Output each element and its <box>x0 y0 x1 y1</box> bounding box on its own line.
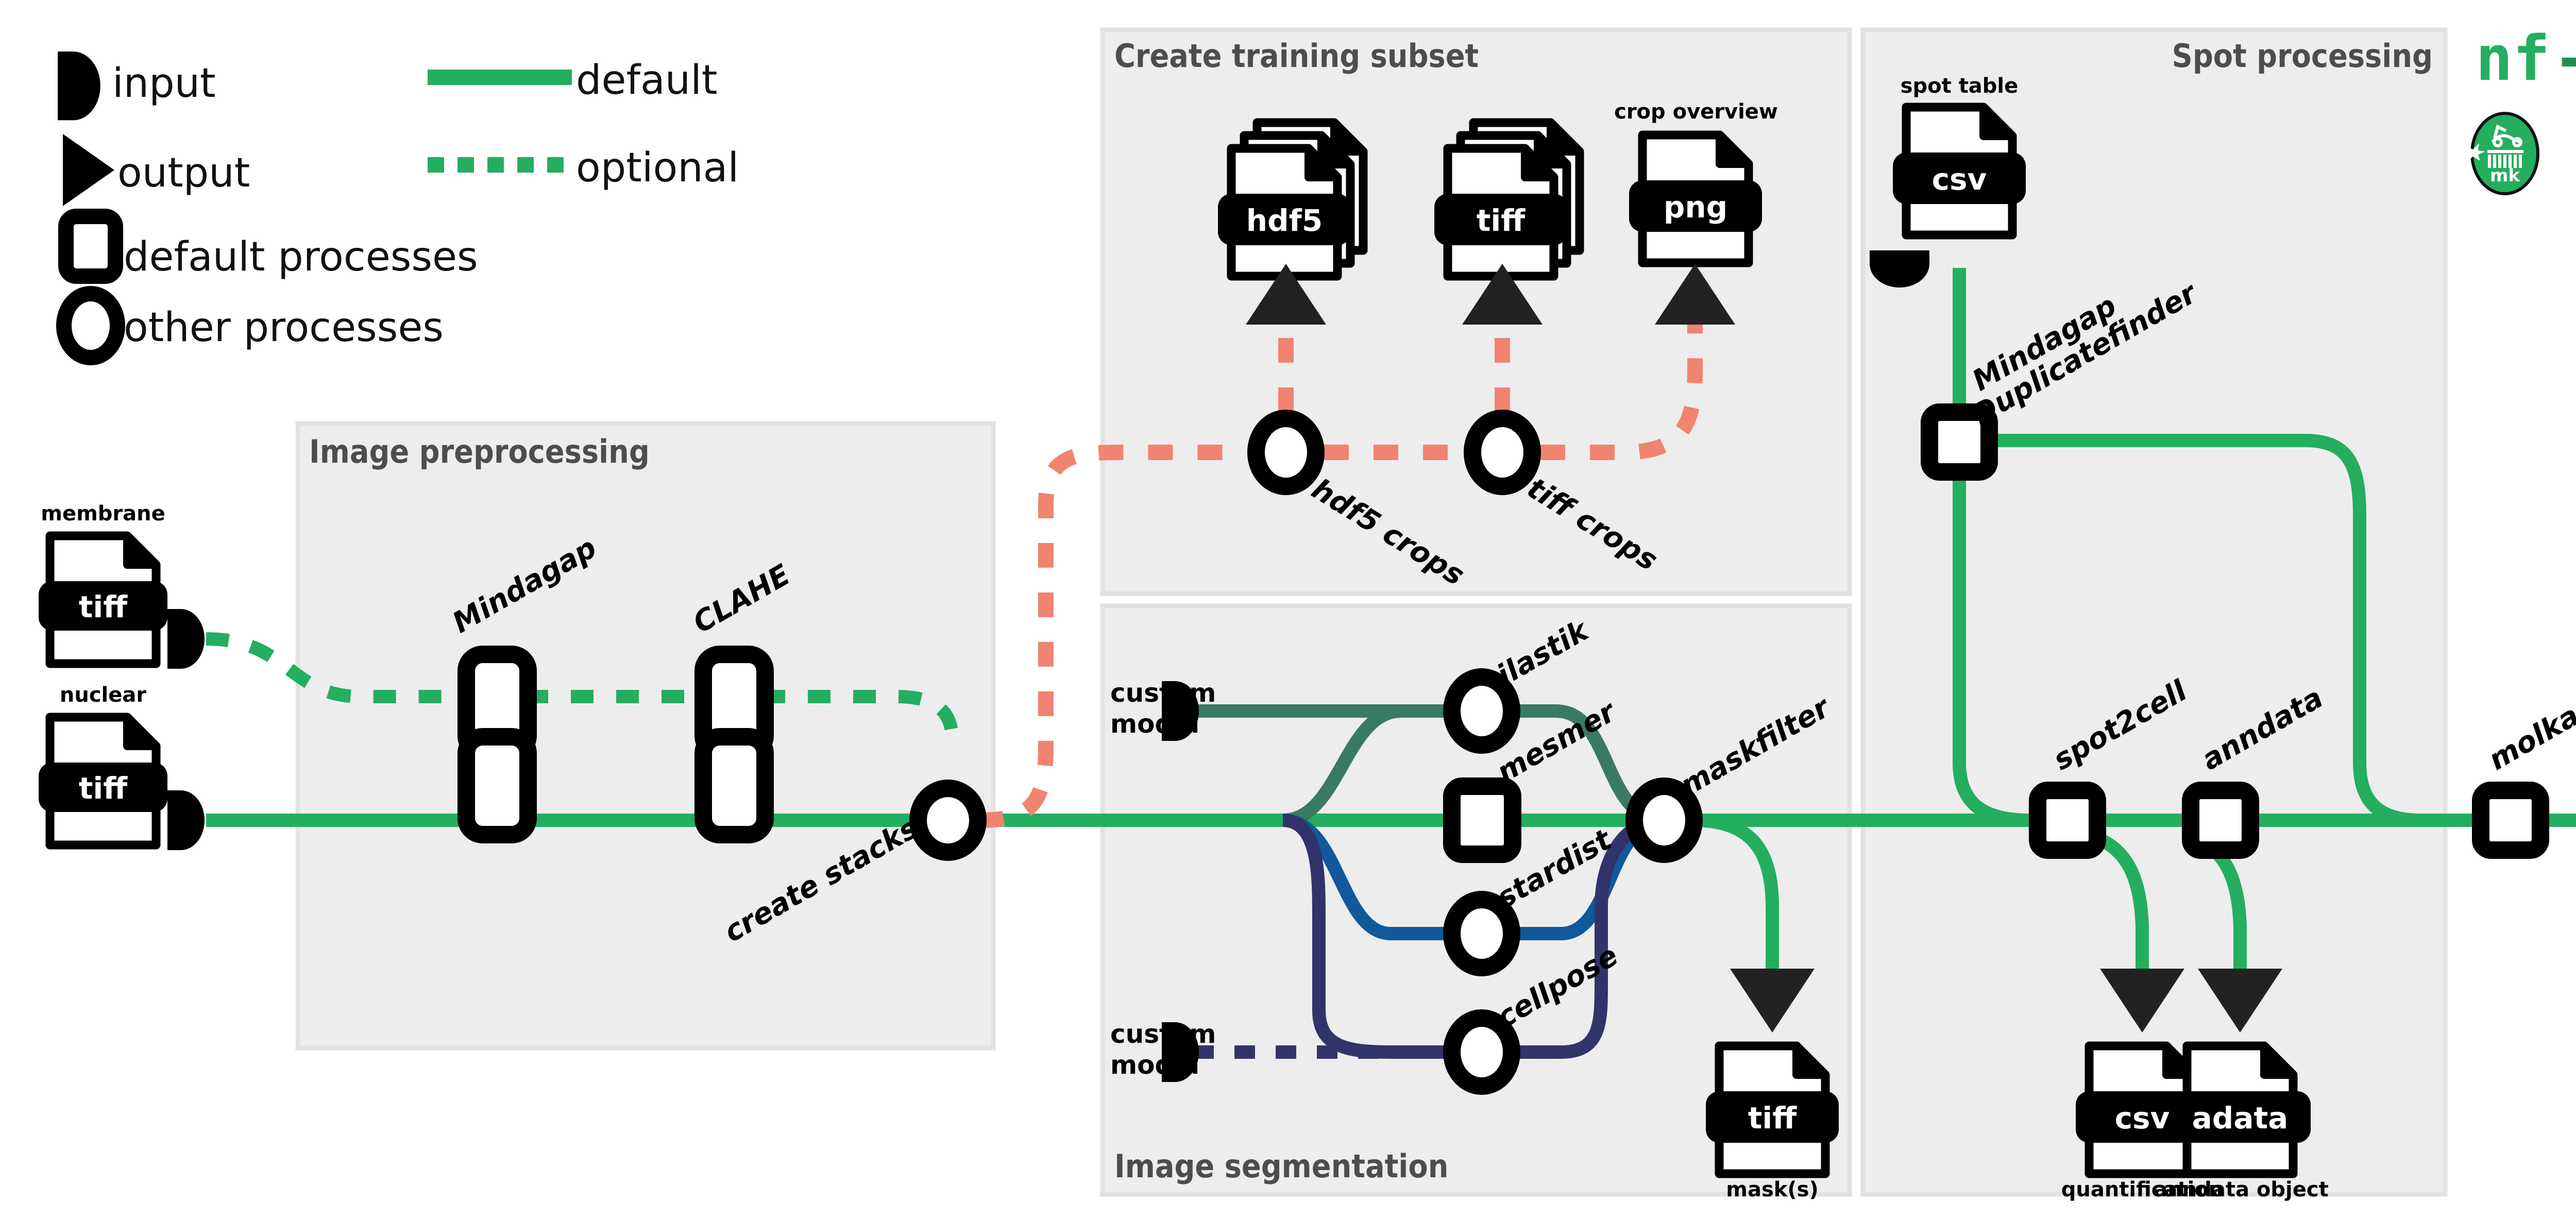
output-arrow-quantification <box>2100 969 2184 1033</box>
input-marker-nuclear <box>167 790 205 850</box>
legend: input output default processes other pro… <box>56 52 739 365</box>
output-hdf5-ext: hdf5 <box>1246 203 1323 238</box>
output-hdf5-crops[interactable]: hdf5 <box>1218 123 1363 325</box>
mk-badge-text: mk <box>2490 165 2520 186</box>
input-membrane-ext: tiff <box>79 589 128 624</box>
brand-logo: nf - core/ mk molkart <box>2464 23 2576 195</box>
output-masks[interactable]: tiff mask(s) <box>1706 969 1839 1202</box>
output-quantification-caption: quantification <box>2061 1178 2224 1202</box>
legend-label-optional-line: optional <box>576 145 739 191</box>
output-masks-caption: mask(s) <box>1726 1178 1818 1202</box>
input-marker-membrane <box>167 609 205 669</box>
legend-item-other-processes: other processes <box>56 286 444 365</box>
output-arrow-anndata-object <box>2198 969 2282 1033</box>
edge-clahe-createstacks-optional <box>762 690 959 741</box>
output-arrow-hdf5 <box>1246 264 1326 325</box>
square-outline-icon <box>58 209 123 284</box>
legend-label-default-line: default <box>576 57 717 104</box>
edge-duplicatefinder-right-down <box>1991 434 2422 827</box>
output-quantification-ext: csv <box>2115 1101 2170 1136</box>
edge-cellpose-branch <box>1282 814 1458 1059</box>
panel-title-image-segmentation: Image segmentation <box>1114 1147 1448 1185</box>
legend-line-optional: optional <box>428 145 739 191</box>
input-spot-table[interactable]: spot table csv <box>1870 74 2026 287</box>
input-custom-model-cellpose[interactable]: custom model <box>1110 1019 1216 1082</box>
output-arrow-masks <box>1730 969 1815 1033</box>
input-custom-model-ilastik[interactable]: custom model <box>1110 678 1216 741</box>
edge-createstacks-to-hdf5crops-optional <box>978 445 1247 828</box>
edge-maskfilter-to-masks <box>1692 814 1779 969</box>
output-anndata-object-ext: adata <box>2192 1101 2289 1136</box>
input-membrane-caption: membrane <box>41 502 165 526</box>
input-spot-table-ext: csv <box>1932 162 1987 197</box>
brand-nf: nf <box>2476 23 2550 95</box>
legend-label-output: output <box>117 150 250 196</box>
output-crop-overview-ext: png <box>1664 190 1727 225</box>
output-tiff-crops-ext: tiff <box>1477 203 1526 238</box>
legend-item-output: output <box>63 134 250 206</box>
edge-duplicatefinder-down-to-spine <box>1953 469 2066 827</box>
legend-line-default: default <box>428 57 717 104</box>
circle-outline-icon <box>56 286 125 365</box>
legend-label-input: input <box>112 60 216 107</box>
input-nuclear-ext: tiff <box>79 771 128 806</box>
output-masks-ext: tiff <box>1748 1101 1798 1136</box>
edge-membrane-optional <box>206 632 484 703</box>
input-nuclear-caption: nuclear <box>60 683 146 707</box>
panel-title-spot-processing: Spot processing <box>2172 37 2433 75</box>
input-marker-spot-table <box>1870 250 1929 287</box>
legend-label-other-processes: other processes <box>124 304 444 351</box>
panel-title-create-training-subset: Create training subset <box>1114 37 1479 75</box>
brand-dash: - <box>2553 23 2576 95</box>
panel-title-image-preprocessing: Image preprocessing <box>309 433 650 470</box>
output-crop-overview[interactable]: crop overview png <box>1614 100 1778 325</box>
output-anndata-object[interactable]: adata anndata object <box>2154 969 2329 1202</box>
legend-item-input: input <box>58 52 216 121</box>
output-arrow-tiff-crops <box>1462 264 1543 325</box>
process-molkartqc-label: molkartqc <box>2483 666 2576 777</box>
output-tiff-crops[interactable]: tiff <box>1434 123 1580 325</box>
mk-badge-icon: mk <box>2464 112 2539 195</box>
input-nuclear[interactable]: nuclear tiff <box>39 683 205 850</box>
legend-item-default-processes: default processes <box>58 209 478 284</box>
output-arrow-crop-overview <box>1655 264 1735 325</box>
output-anndata-object-caption: anndata object <box>2154 1178 2328 1202</box>
legend-label-default-processes: default processes <box>124 234 478 280</box>
input-spot-table-caption: spot table <box>1901 74 2019 98</box>
input-membrane[interactable]: membrane tiff <box>39 502 205 669</box>
panel-image-preprocessing: Image preprocessing <box>295 421 996 1051</box>
output-triangle-icon <box>63 134 114 206</box>
output-crop-overview-caption: crop overview <box>1614 100 1778 124</box>
